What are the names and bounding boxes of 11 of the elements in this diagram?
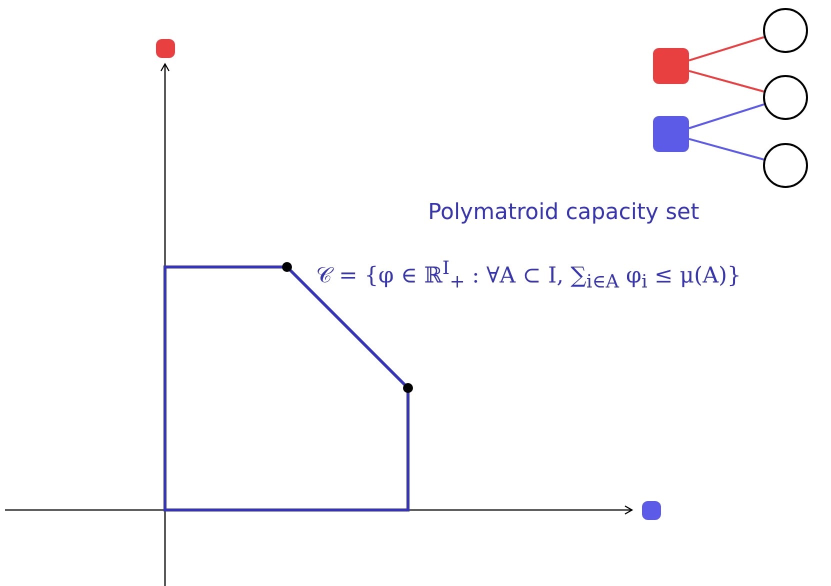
connector-line [688,138,764,160]
connector-line [688,103,764,130]
connector-line [688,36,764,62]
square-node [653,48,689,84]
square-node [653,116,689,152]
title-text: Polymatroid capacity set [428,200,700,225]
circle-node [763,75,808,120]
connector-line [688,70,764,92]
formula-text: 𝒞 = {φ ∈ ℝ$^{I}$$_{+}$ : ∀A ⊂ I, ∑$_{i∈A}$ φ$_{i}$ ≤ μ(A)} [316,258,742,293]
circle-node [763,143,808,188]
circle-node [763,8,808,53]
